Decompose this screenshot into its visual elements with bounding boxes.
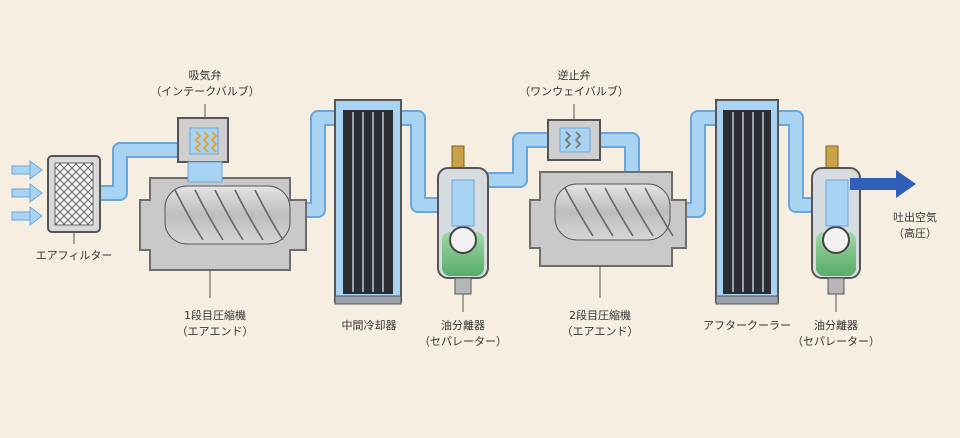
label-discharge: 吐出空気 （高圧） bbox=[893, 211, 937, 240]
inlet-arrow-icon bbox=[11, 160, 43, 180]
screw-rotor-icon bbox=[564, 187, 674, 237]
label-separator-1: 油分離器 （セパレーター） bbox=[419, 319, 507, 348]
intercooler bbox=[334, 99, 402, 305]
valve-spring-icon bbox=[564, 131, 582, 149]
air-filter bbox=[47, 155, 101, 244]
valve-spring-icon bbox=[194, 131, 218, 153]
aftercooler bbox=[715, 99, 779, 305]
label-intercooler: 中間冷却器 bbox=[341, 319, 397, 332]
outlet-arrow-icon bbox=[850, 170, 916, 198]
inlet-arrow-icon bbox=[11, 183, 43, 203]
stage2-airend bbox=[529, 171, 687, 298]
screw-rotor-icon bbox=[174, 189, 284, 241]
inlet-arrow-icon bbox=[11, 206, 43, 226]
label-stage1-airend: 1段目圧縮機 （エアエンド） bbox=[176, 309, 254, 338]
separator-2 bbox=[811, 145, 861, 312]
intake-valve bbox=[177, 104, 229, 163]
label-separator-2: 油分離器 （セパレーター） bbox=[792, 319, 880, 348]
inlet-arrows bbox=[11, 160, 43, 226]
air-pipes bbox=[92, 110, 820, 218]
label-check-valve: 逆止弁 （ワンウェイバルブ） bbox=[519, 69, 629, 98]
label-air-filter: エアフィルター bbox=[35, 249, 113, 262]
check-valve bbox=[547, 104, 601, 161]
label-intake-valve: 吸気弁 （インテークバルブ） bbox=[150, 69, 260, 98]
stage1-airend bbox=[139, 161, 307, 298]
label-stage2-airend: 2段目圧縮機 （エアエンド） bbox=[561, 309, 639, 338]
label-aftercooler: アフタークーラー bbox=[703, 319, 791, 332]
separator-1 bbox=[437, 145, 489, 312]
